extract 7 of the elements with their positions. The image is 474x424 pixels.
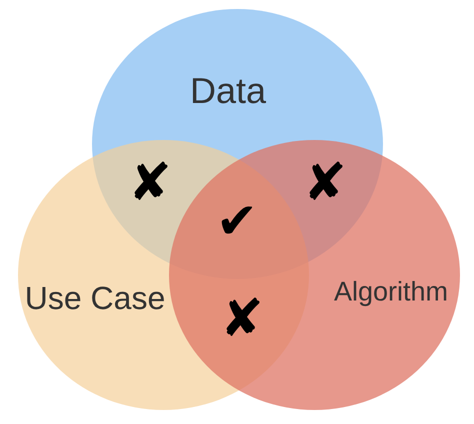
cross-mark: ✘ [303, 157, 347, 209]
cross-mark: ✘ [220, 293, 264, 345]
circle-label: Data [190, 73, 266, 109]
circle-label: Use Case [24, 282, 166, 314]
circle-label: Algorithm [334, 278, 448, 306]
cross-mark: ✘ [128, 157, 172, 209]
check-mark: ✔ [216, 196, 258, 246]
